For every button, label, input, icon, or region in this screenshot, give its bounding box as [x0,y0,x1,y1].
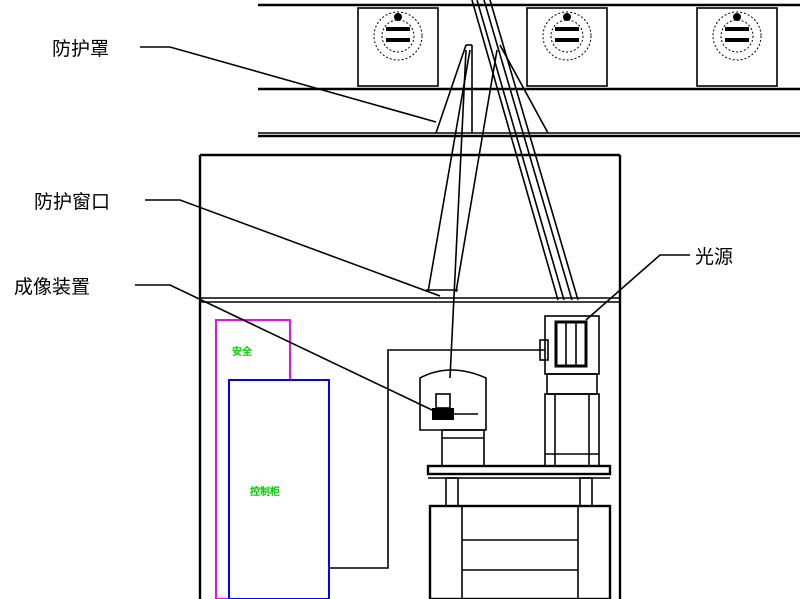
light-source-device [539,315,600,467]
fan-unit-3 [696,7,778,87]
window-leader [145,199,441,297]
label-imaging-device: 成像装置 [14,276,90,298]
leader-lines [135,46,690,411]
imaging-device [419,369,487,467]
fan-icon [542,11,592,61]
ceiling-structure [258,3,800,138]
work-table [426,464,612,507]
label-protective-window: 防护窗口 [34,191,110,213]
blue-cabinet-label: 控制柜 [250,485,280,498]
shield-leader [140,46,437,123]
fan-unit-2 [526,7,608,87]
label-protective-shield: 防护罩 [52,38,109,60]
label-light-source: 光源 [695,246,733,268]
optical-beams [427,0,579,379]
blue-cabinet: 控制柜 [228,379,330,599]
room-enclosure [198,153,622,599]
control-cable [329,349,545,569]
fan-unit-1 [357,7,439,87]
base-cabinet [428,504,612,599]
fan-icon [712,11,762,61]
imaging-leader [135,284,433,411]
magenta-cabinet-label: 安全 [232,345,253,358]
light-leader [585,254,690,321]
fan-icon [373,11,423,61]
